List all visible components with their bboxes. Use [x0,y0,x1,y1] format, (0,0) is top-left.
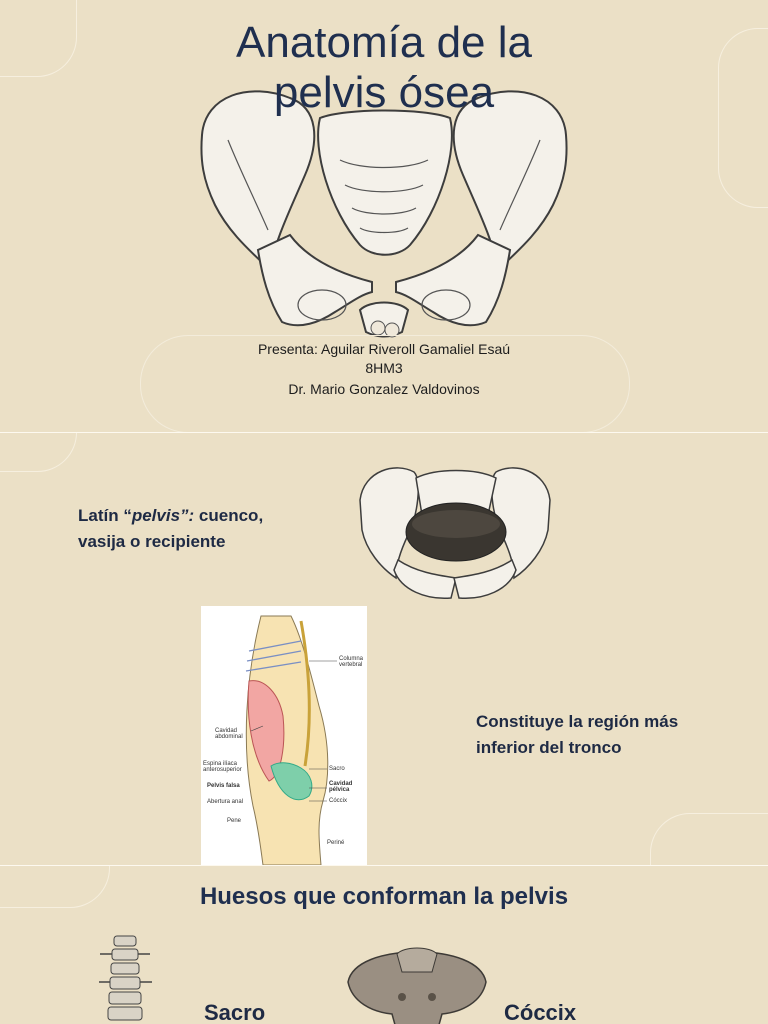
pelvis-small-illustration [359,467,551,599]
latin-definition: Latín “pelvis”: cuenco, vasija o recipie… [78,506,264,551]
slide-separator [0,432,768,433]
label-cavidad-abdominal: Cavidad abdominal [215,728,243,740]
sacrum-illustration [347,947,487,1024]
label-espina: Espina ilíaca anterosuperior [203,761,242,773]
label-coccix: Cóccix [329,798,348,804]
title-line-1: Anatomía de la [236,18,532,67]
label-sacro: Sacro [204,1000,266,1024]
spine-illustration [99,935,152,1021]
title-slide: Anatomía de la pelvis ósea Presenta: Agu… [0,0,768,432]
definition-slide: Latín “pelvis”: cuenco, vasija o recipie… [0,433,768,865]
slide-separator [0,865,768,866]
label-cavidad-pelvica: Cavidad pélvica [329,781,353,793]
label-perine: Periné [327,840,345,846]
region-text: Constituye la región más inferior del tr… [476,712,679,757]
decorative-frame [0,433,77,472]
pelvis-illustration [200,90,568,338]
label-sacro: Sacro [329,766,345,772]
label-pelvis-falsa: Pelvis falsa [207,783,240,789]
teacher-name: Dr. Mario Gonzalez Valdovinos [288,381,480,397]
page-title: Anatomía de la pelvis ósea [0,18,768,118]
label-columna: Columna vertebral [339,656,364,668]
sagittal-drawing [245,615,337,865]
sagittal-diagram: Columna vertebral Cavidad abdominal Espi… [201,606,367,865]
bones-slide: Huesos que conforman la pelvis Sacro Cóc… [0,866,768,1024]
presenter-name: Presenta: Aguilar Riveroll Gamaliel Esaú [257,341,511,357]
label-coccix: Cóccix [504,1000,577,1024]
decorative-frame [650,813,768,865]
label-abertura: Abertura anal [207,799,244,805]
group-code: 8HM3 [365,360,403,376]
section-heading: Huesos que conforman la pelvis [199,883,569,910]
presenter-pill [140,335,630,432]
title-line-2: pelvis ósea [273,68,495,117]
decorative-frame [0,0,77,77]
label-pene: Pene [227,818,242,824]
